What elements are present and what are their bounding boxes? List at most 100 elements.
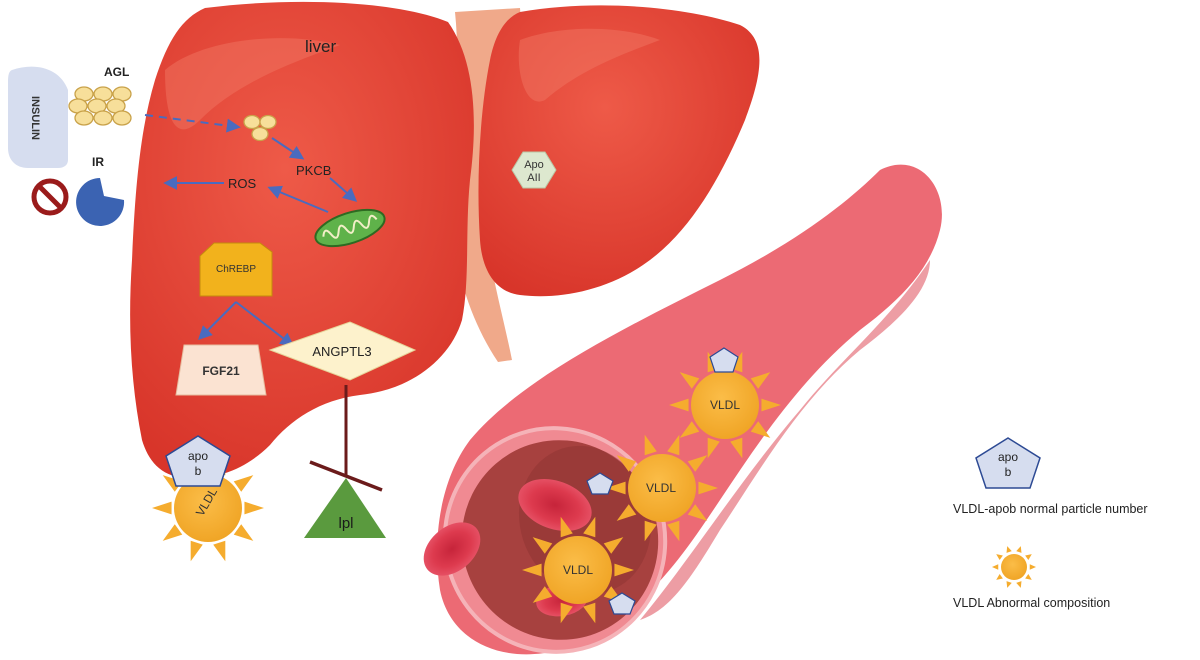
- legend-apob-line1: apo: [998, 450, 1018, 464]
- liver-right-lobe: [478, 5, 760, 297]
- chrebp-label: ChREBP: [216, 264, 256, 275]
- vldl-ray: [1016, 581, 1022, 588]
- vldl-ray: [687, 504, 708, 521]
- legend-apob-pentagon: [975, 437, 1041, 489]
- vldl-ray: [560, 516, 573, 538]
- vldl-ray: [1016, 546, 1022, 553]
- red-blood-cell: [518, 478, 592, 532]
- vldl-ray: [532, 537, 553, 554]
- apob-pentagon-small: [586, 472, 614, 495]
- legend-vldl-sun: [992, 546, 1036, 588]
- liver-label: liver: [305, 37, 337, 56]
- ir-label: IR: [92, 155, 104, 169]
- apo-aii-label-line2: AII: [527, 172, 540, 184]
- vldl-ray: [996, 554, 1003, 560]
- arrow-pkcb-to-mito: [329, 177, 358, 202]
- insulin-label: INSULIN: [29, 96, 41, 140]
- vldl-ray: [603, 537, 624, 554]
- vessel-shade: [640, 260, 930, 620]
- fgf21-box: [175, 344, 267, 396]
- vldl-ray: [213, 540, 226, 562]
- vldl-sun-vessel-middle: [606, 434, 718, 542]
- vldl-sun-vessel-bottom: [522, 516, 634, 624]
- vldl-ray: [190, 540, 203, 562]
- vldl-ray: [750, 372, 771, 389]
- ros-label: ROS: [228, 176, 257, 191]
- legend-apob-line2: b: [1005, 465, 1012, 479]
- vldl-ray: [679, 372, 700, 389]
- vldl-ray: [1025, 574, 1032, 580]
- vldl-ray: [750, 421, 771, 438]
- vldl-ray: [1025, 554, 1032, 560]
- mitochondrion-icon: [314, 208, 386, 248]
- fatty-acid-small-icon: [243, 114, 277, 142]
- inhibition-bar: [309, 460, 383, 492]
- legend-vldl-sun-icon: [992, 546, 1036, 588]
- angptl3-diamond: [268, 321, 417, 381]
- vldl-label: VLDL: [646, 481, 676, 495]
- pkcb-label: PKCB: [296, 163, 331, 178]
- vldl-ray: [244, 501, 264, 515]
- vldl-ray: [583, 602, 596, 624]
- insulin-shape: [8, 66, 68, 168]
- arrow-mito-to-ros: [267, 185, 329, 213]
- vldl-ray: [606, 481, 626, 495]
- chrebp-box: [199, 242, 273, 297]
- vldl-ray: [1006, 546, 1012, 553]
- vldl-ray: [616, 504, 637, 521]
- vldl-ray: [644, 520, 657, 542]
- vldl-ray: [1006, 581, 1012, 588]
- forbidden-icon: [31, 178, 69, 216]
- vldl-ray: [233, 475, 254, 492]
- vldl-core: [628, 454, 696, 522]
- vldl-ray: [761, 398, 781, 412]
- vldl-core: [1001, 554, 1027, 580]
- vldl-label: VLDL: [563, 563, 593, 577]
- vldl-label: VLDL: [710, 398, 740, 412]
- insulin-receptor-icon: [76, 178, 125, 226]
- vldl-ray: [669, 398, 689, 412]
- vldl-ray: [698, 481, 718, 495]
- vldl-ray: [152, 501, 172, 515]
- vldl-ray: [667, 520, 680, 542]
- vldl-core: [691, 371, 759, 439]
- vldl-ray: [532, 586, 553, 603]
- vldl-ray: [616, 455, 637, 472]
- apo-aii-label-line1: Apo: [524, 159, 544, 171]
- apo-aii-hexagon: [511, 151, 557, 189]
- vldl-ray: [162, 524, 183, 541]
- vldl-ray: [992, 564, 999, 570]
- vldl-ray: [644, 434, 657, 456]
- vldl-ray: [679, 421, 700, 438]
- arrow-fa-to-pkcb: [271, 137, 305, 160]
- vldl-ray: [730, 437, 743, 459]
- legend-abnormal-label: VLDL Abnormal composition: [953, 596, 1110, 610]
- vldl-ray: [560, 602, 573, 624]
- vldl-ray: [707, 437, 720, 459]
- vldl-ray: [583, 516, 596, 538]
- legend-normal-particle-label: VLDL-apob normal particle number: [953, 502, 1148, 516]
- agl-cluster-icon: [68, 86, 132, 126]
- vldl-ray: [614, 563, 634, 577]
- legend: apo b VLDL-apob normal particle number V…: [953, 437, 1148, 610]
- vldl-ray: [687, 455, 708, 472]
- red-blood-cell: [423, 522, 481, 576]
- angptl3-label: ANGPTL3: [312, 344, 371, 359]
- vldl-core: [544, 536, 612, 604]
- vldl-ray: [162, 475, 183, 492]
- arrow-chrebp-to-fgf21: [198, 301, 237, 340]
- lpl-label: lpl: [338, 515, 353, 532]
- fgf21-label: FGF21: [202, 364, 240, 378]
- arrow-chrebp-to-angptl3: [235, 301, 295, 347]
- apob-label-line1: apo: [188, 449, 208, 463]
- vldl-ray: [233, 524, 254, 541]
- vldl-ray: [996, 574, 1003, 580]
- liver-highlight-right: [518, 28, 660, 102]
- vldl-particles: [152, 351, 781, 624]
- vldl-ray: [667, 434, 680, 456]
- apob-label-line2: b: [195, 464, 202, 478]
- arrow-agl-to-liver: [144, 114, 241, 133]
- apob-pentagon: [165, 435, 231, 487]
- vldl-ray: [1029, 564, 1036, 570]
- apob-pentagon-small: [608, 592, 636, 615]
